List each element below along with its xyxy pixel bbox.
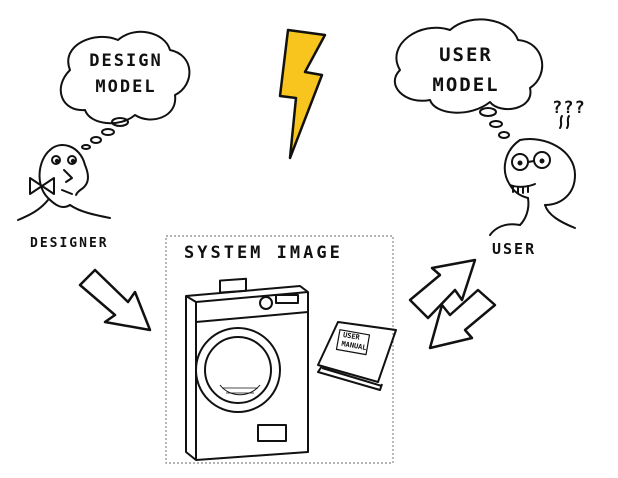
designer-figure: [17, 144, 111, 221]
user-thought-bubble-1: [479, 107, 497, 117]
design-thought-bubble-1: [111, 117, 129, 127]
lightning-bolt: [278, 28, 327, 160]
user-model-line2: MODEL: [432, 74, 500, 96]
designer-label: DESIGNER: [30, 236, 109, 251]
user-thought-bubble-3: [498, 131, 510, 139]
design-thought-bubble-2: [101, 128, 115, 136]
user-model-text: USER MODEL: [418, 40, 514, 100]
system-image-frame: [165, 235, 394, 464]
system-image-label: SYSTEM IMAGE: [184, 243, 343, 263]
system-to-user-arrow: [408, 258, 477, 320]
user-label: USER: [492, 240, 537, 258]
design-model-cloud: [59, 30, 191, 125]
design-thought-bubble-4: [81, 144, 91, 150]
design-model-line2: MODEL: [95, 77, 157, 97]
user-figure: [489, 115, 576, 236]
design-model-text: DESIGN MODEL: [88, 48, 164, 100]
washing-machine: [185, 277, 309, 461]
design-thought-bubble-3: [90, 136, 102, 144]
design-model-line1: DESIGN: [89, 51, 163, 71]
question-marks: ???: [552, 98, 586, 118]
user-model-line1: USER: [439, 44, 493, 66]
designer-to-system-arrow: [78, 268, 152, 332]
user-manual-book: [317, 321, 397, 391]
user-to-system-arrow: [428, 288, 497, 350]
user-thought-bubble-2: [489, 120, 503, 128]
user-model-cloud: [393, 18, 544, 114]
